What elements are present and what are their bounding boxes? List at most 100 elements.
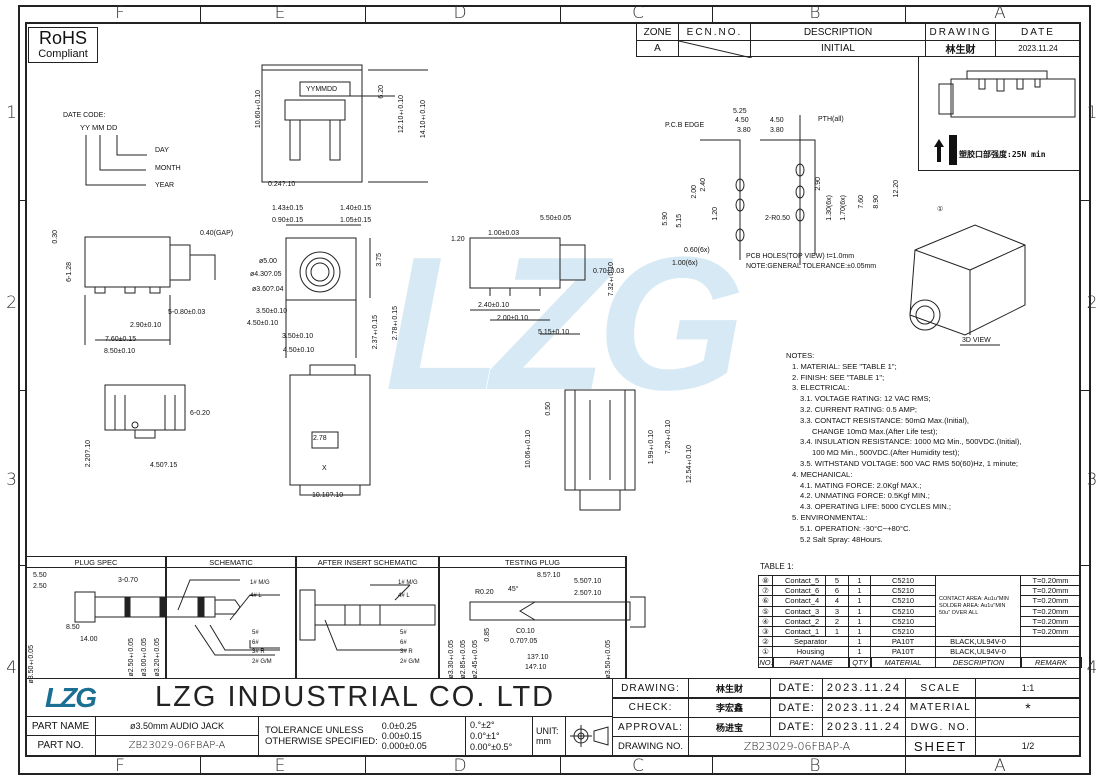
dimension-front: ø5.00 — [259, 258, 277, 265]
dimension-left-side: 7.60±0.15 — [105, 336, 137, 343]
dimension-pcb: 8.90 — [873, 195, 880, 209]
contact-desc-line: CONTACT AREA: Au1u"MIN — [939, 595, 1009, 602]
note-line: 5.1. OPERATION: -30°C~+80°C. — [800, 523, 911, 533]
zone-column-label-bottom: E — [274, 756, 286, 776]
dimension-top-view: 6.20 — [378, 85, 385, 99]
dimension-front: 2.78±0.15 — [392, 306, 399, 341]
unit-cell: UNIT:mm — [532, 716, 566, 756]
contact-desc-line: SOLDER AREA: Au1u"MIN — [939, 602, 1006, 609]
tolerance-label-1: TOLERANCE UNLESS — [265, 725, 364, 736]
zone-divider — [712, 757, 713, 775]
note-line: 4. MECHANICAL: — [792, 469, 853, 479]
date-code-fields: YY MM DD — [80, 123, 118, 132]
plug-spec-dimension: ø3.20±0.05 — [154, 638, 161, 677]
testing-plug-dimension: 2.50?.10 — [574, 590, 602, 597]
note-line: 4.2. UNMATING FORCE: 0.5Kgf MIN.; — [800, 491, 930, 501]
schematic-pin-label: 6# — [252, 640, 259, 646]
title-scale: 1:1 — [975, 678, 1081, 698]
zone-column-label-top: E — [274, 3, 286, 23]
dimension-pcb: 2.00 — [691, 185, 698, 199]
testing-plug-dimension: ø3.50±0.05 — [605, 640, 612, 679]
title-date-value: 2023.11.24 — [822, 678, 906, 698]
company-name: LZG INDUSTRIAL CO. LTD — [155, 681, 556, 713]
title-material-label: MATERIAL — [905, 697, 976, 718]
note-line: 3.5. WITHSTAND VOLTAGE: 500 VAC RMS 50(6… — [800, 458, 1019, 468]
dimension-mid-side: 7.32±0.10 — [608, 262, 615, 297]
angle-tolerance: 0.°±2°0.0°±1°0.00°±0.5° — [465, 716, 533, 756]
table1-header: PART NAME — [772, 656, 850, 668]
title-drawing-no-label: DRAWING NO. — [612, 736, 689, 756]
contact-desc-line: 50u" OVER ALL — [939, 609, 979, 616]
dimension-left-side: 6-1.28 — [66, 262, 73, 282]
after-insert-pin-label: 4# L — [398, 593, 410, 599]
zone-divider — [905, 5, 906, 22]
note-line: CHANGE 10mΩ Max.(After Life test); — [812, 426, 938, 436]
title-date-label: DATE: — [770, 717, 823, 737]
zone-divider — [560, 5, 561, 22]
dimension-left-side: 0.30 — [52, 230, 59, 244]
zone-column-label-top: B — [809, 3, 821, 23]
dimension-front: 3.75 — [376, 253, 383, 267]
part-no-label: PART NO. — [25, 735, 96, 756]
dimension-mid-side: 5.50±0.05 — [540, 215, 572, 222]
dimension-front: 1.05±0.15 — [340, 217, 372, 224]
zone-row-label-right: 1 — [1086, 103, 1098, 123]
title-sheet-label: SHEET — [905, 736, 976, 756]
dimension-right-side: 12.54±0.10 — [686, 445, 693, 484]
note-line: 3. ELECTRICAL: — [792, 383, 850, 393]
title-check-label: CHECK: — [612, 697, 689, 718]
dimension-pcb: 7.60 — [858, 195, 865, 209]
testing-plug-dimension: 8.5?.10 — [537, 572, 561, 579]
note-line: 2. FINISH: SEE "TABLE 1"; — [792, 372, 885, 382]
drawing-frame — [25, 22, 1081, 757]
general-notes: NOTES:1. MATERIAL: SEE "TABLE 1";2. FINI… — [786, 351, 1021, 545]
company-logo: LZG — [45, 682, 97, 713]
dimension-bottom-center: X — [322, 465, 327, 472]
testing-plug-dimension: 45° — [508, 586, 519, 593]
unit-value: mm — [536, 736, 551, 746]
zone-divider — [1081, 565, 1091, 566]
note-line: 5. ENVIRONMENTAL: — [792, 512, 868, 522]
table1-title: TABLE 1: — [760, 562, 794, 571]
note-line: 5.2 Salt Spray: 48Hours. — [800, 534, 883, 544]
dimension-right-side: 1.99±0.10 — [648, 430, 655, 465]
date-code-day: DAY — [155, 147, 169, 154]
rohs-compliant: Compliant — [38, 48, 88, 60]
schematic-pin-label: 1# M/G — [250, 580, 270, 586]
dimension-mid-side: 5.15±0.10 — [538, 329, 570, 336]
zone-row-label-left: 2 — [6, 293, 17, 313]
dimension-pcb: 1.70(6x) — [840, 195, 847, 221]
zone-divider — [200, 757, 201, 775]
dimension-pcb: 1.30(6x) — [826, 195, 833, 221]
dimension-pcb: 2-R0.50 — [765, 215, 790, 222]
note-line: NOTES: — [786, 351, 815, 360]
plug-spec-dimension: 5.50 — [33, 572, 47, 579]
title-drawing-by: 林生财 — [688, 678, 771, 698]
dimension-front: 4.50±0.10 — [247, 320, 279, 327]
title-dwg-no — [975, 717, 1081, 737]
dimension-front: ø4.30?.05 — [250, 271, 282, 278]
testing-plug-dimension: 13?.10 — [527, 654, 549, 661]
dimension-front: 3.50±0.10 — [256, 308, 288, 315]
dimension-bottom-center: 10.10?.10 — [312, 492, 344, 499]
inset-strength-view: 塑胶口部强度:25N min — [918, 56, 1081, 171]
dimension-pcb: 3.80 — [737, 127, 751, 134]
tol-angle-2: 0.0°±1° — [470, 730, 500, 741]
plug-spec-dimension: ø3.00±0.05 — [141, 638, 148, 677]
dimension-pcb: 3.80 — [770, 127, 784, 134]
note-line: 3.3. CONTACT RESISTANCE: 50mΩ Max.(Initi… — [800, 415, 969, 425]
dimension-top-view: 10.60±0.10 — [255, 90, 262, 129]
dimension-front: 3.50±0.10 — [282, 333, 314, 340]
zone-column-label-bottom: F — [115, 756, 125, 776]
table1-header: DESCRIPTION — [935, 656, 1022, 668]
dimension-pcb: 4.50 — [770, 117, 784, 124]
plug-spec-dimension: ø2.50±0.05 — [128, 638, 135, 677]
jack-side-sketch — [934, 70, 1076, 165]
title-material: * — [975, 697, 1081, 718]
after-insert-pin-label: 2# G/M — [400, 659, 420, 665]
zone-row-label-left: 1 — [6, 103, 17, 123]
date-code-title: DATE CODE: — [63, 112, 106, 119]
zone-column-label-bottom: A — [994, 756, 1006, 776]
tolerance-label-2: OTHERWISE SPECIFIED: — [265, 736, 378, 747]
